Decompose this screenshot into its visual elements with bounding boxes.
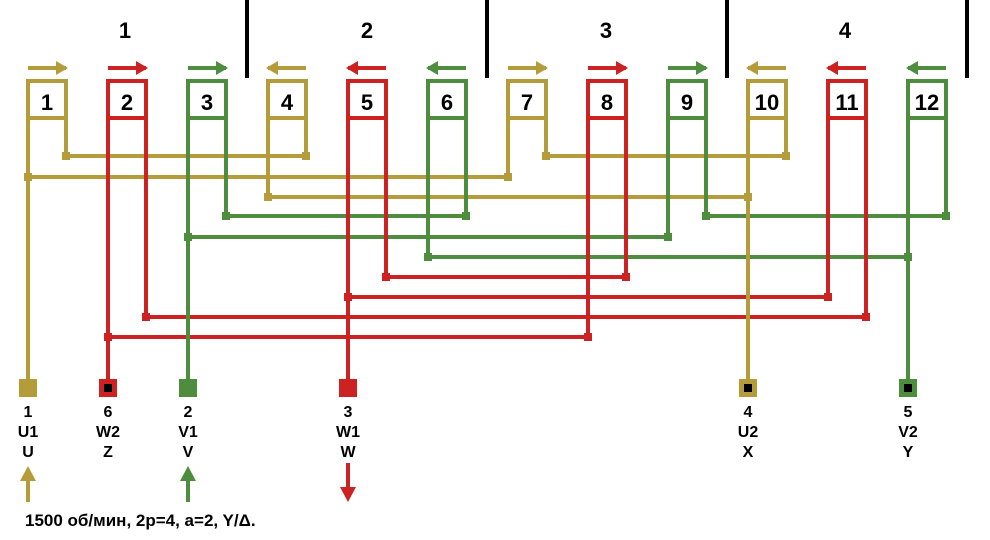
coil-3: 3 xyxy=(186,61,228,120)
terminal-name: W2 xyxy=(96,424,120,441)
coil-5: 5 xyxy=(346,61,388,120)
coil-label: 10 xyxy=(755,90,779,115)
group-label: 2 xyxy=(361,18,373,43)
coil-1: 1 xyxy=(26,61,68,120)
junction-dot xyxy=(302,152,310,160)
coil-7: 7 xyxy=(506,61,548,120)
terminal-end-marker xyxy=(104,384,112,392)
coil-9: 9 xyxy=(666,61,708,120)
coil-2: 2 xyxy=(106,61,148,120)
coil-box xyxy=(266,79,308,120)
arrow-right-icon xyxy=(216,61,228,75)
arrow-left-icon xyxy=(746,61,758,75)
coil-box xyxy=(106,79,148,120)
arrow-up-icon xyxy=(20,466,36,481)
arrow-right-icon xyxy=(136,61,148,75)
coil-box xyxy=(586,79,628,120)
terminal-alt-name: X xyxy=(743,444,754,461)
arrow-right-icon xyxy=(696,61,708,75)
terminal-name: U1 xyxy=(18,424,39,441)
terminal-V1 xyxy=(179,379,197,397)
arrow-left-icon xyxy=(426,61,438,75)
terminal-number: 3 xyxy=(344,404,353,421)
junction-dot xyxy=(504,173,512,181)
coil-label: 6 xyxy=(441,90,453,115)
terminal-end-marker xyxy=(744,384,752,392)
arrow-right-icon xyxy=(56,61,68,75)
junction-dot xyxy=(862,313,870,321)
terminal-alt-name: V xyxy=(183,444,194,461)
group-label: 1 xyxy=(119,18,131,43)
terminal-name: V1 xyxy=(178,424,198,441)
terminal-number: 5 xyxy=(904,404,913,421)
terminal-number: 2 xyxy=(184,404,193,421)
arrow-left-icon xyxy=(826,61,838,75)
arrow-left-icon xyxy=(906,61,918,75)
coil-label: 8 xyxy=(601,90,613,115)
junction-dot xyxy=(622,273,630,281)
coil-box xyxy=(666,79,708,120)
coil-box xyxy=(506,79,548,120)
coil-8: 8 xyxy=(586,61,628,120)
terminal-number: 4 xyxy=(744,404,753,421)
junction-dot xyxy=(382,273,390,281)
coil-box xyxy=(26,79,68,120)
coil-label: 9 xyxy=(681,90,693,115)
coil-label: 1 xyxy=(41,90,53,115)
terminal-alt-name: U xyxy=(22,444,34,461)
terminal-number: 1 xyxy=(24,404,33,421)
junction-dot xyxy=(264,193,272,201)
junction-dot xyxy=(542,152,550,160)
terminal-U1 xyxy=(19,379,37,397)
coil-box xyxy=(906,79,948,120)
coil-label: 7 xyxy=(521,90,533,115)
coil-label: 3 xyxy=(201,90,213,115)
arrow-up-icon xyxy=(180,466,196,481)
group-label: 4 xyxy=(839,18,852,43)
coil-label: 5 xyxy=(361,90,373,115)
terminal-name: V2 xyxy=(898,424,918,441)
coil-label: 4 xyxy=(281,90,294,115)
terminal-name: U2 xyxy=(738,424,759,441)
coil-box xyxy=(826,79,868,120)
terminal-alt-name: Z xyxy=(103,444,113,461)
coil-6: 6 xyxy=(426,61,468,120)
arrow-right-icon xyxy=(616,61,628,75)
junction-dot xyxy=(942,212,950,220)
coil-label: 12 xyxy=(915,90,939,115)
terminal-name: W1 xyxy=(336,424,360,441)
arrow-right-icon xyxy=(536,61,548,75)
coil-box xyxy=(746,79,788,120)
junction-dot xyxy=(584,333,592,341)
coil-4: 4 xyxy=(266,61,308,120)
terminal-number: 6 xyxy=(104,404,113,421)
coil-label: 2 xyxy=(121,90,133,115)
terminal-alt-name: Y xyxy=(903,444,914,461)
coil-box xyxy=(346,79,388,120)
junction-dot xyxy=(424,253,432,261)
arrow-left-icon xyxy=(266,61,278,75)
terminal-alt-name: W xyxy=(340,444,356,461)
arrow-left-icon xyxy=(346,61,358,75)
coil-box xyxy=(186,79,228,120)
junction-dot xyxy=(782,152,790,160)
junction-dot xyxy=(462,212,470,220)
terminal-W1 xyxy=(339,379,357,397)
coil-label: 11 xyxy=(835,90,858,115)
coil-11: 11 xyxy=(826,61,868,120)
coil-10: 10 xyxy=(746,61,788,120)
junction-dot xyxy=(62,152,70,160)
caption: 1500 об/мин, 2p=4, a=2, Y/Δ. xyxy=(25,511,256,530)
coil-box xyxy=(426,79,468,120)
coil-12: 12 xyxy=(906,61,948,120)
group-label: 3 xyxy=(600,18,612,43)
junction-dot xyxy=(142,313,150,321)
junction-dot xyxy=(824,293,832,301)
junction-dot xyxy=(702,212,710,220)
arrow-down-icon xyxy=(340,487,356,502)
junction-dot xyxy=(222,212,230,220)
junction-dot xyxy=(664,233,672,241)
terminal-end-marker xyxy=(904,384,912,392)
